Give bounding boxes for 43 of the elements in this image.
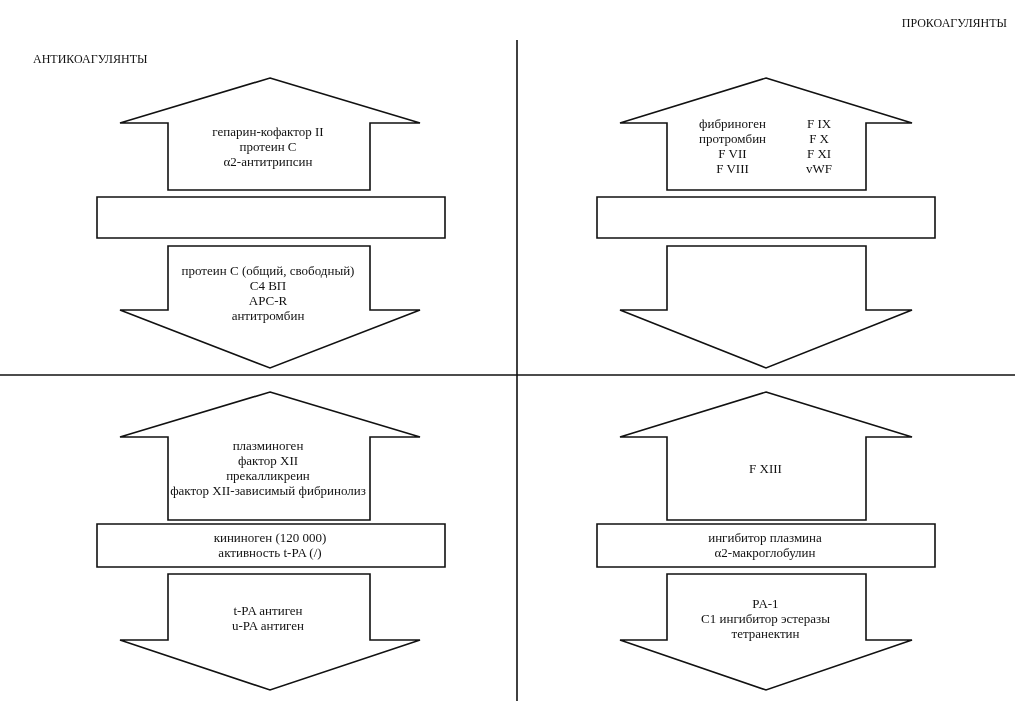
factor-text: F XI bbox=[806, 146, 833, 161]
factor-text: APC-R bbox=[248, 293, 288, 308]
factor-text: тетранектин bbox=[731, 625, 800, 641]
factor-text: протеин С (общий, свободный) bbox=[181, 263, 355, 278]
factor-text: F VII bbox=[717, 146, 748, 161]
factor-text: гепарин-кофактор II bbox=[212, 123, 324, 139]
factor-text: протеин С bbox=[239, 138, 297, 154]
section-heading: ПРОКОАГУЛЯНТЫ bbox=[901, 16, 1007, 31]
downward-pointing-panel bbox=[619, 573, 913, 691]
band bbox=[596, 523, 936, 568]
downward-pointing-panel bbox=[119, 573, 421, 691]
factor-text: α2-антитрипсин bbox=[223, 153, 313, 169]
section-heading: АНТИКОАГУЛЯНТЫ bbox=[33, 52, 148, 67]
factor-text: F IX bbox=[806, 116, 833, 131]
factor-text: F X bbox=[808, 131, 830, 146]
factor-text: F VIII bbox=[715, 161, 750, 176]
downward-pointing-panel bbox=[619, 245, 913, 369]
factor-text: PA-1 bbox=[752, 595, 779, 611]
factor-text: кининоген (120 000) bbox=[213, 529, 327, 545]
factor-text: α2-макроглобулин bbox=[714, 544, 816, 560]
factor-text: прекалликреин bbox=[226, 468, 310, 483]
factor-text: протромбин bbox=[698, 131, 767, 146]
factor-text: t-PA антиген bbox=[233, 603, 303, 618]
factor-text: фактор XII-зависимый фибринолиз bbox=[170, 483, 366, 498]
factor-text: активность t-PA (/) bbox=[218, 544, 322, 560]
factor-text: С4 ВП bbox=[249, 278, 287, 293]
factor-text: C1 ингибитор эстеразы bbox=[701, 610, 830, 626]
factor-text: ингибитор плазмина bbox=[708, 529, 822, 545]
factor-text: F XIII bbox=[749, 460, 782, 476]
band bbox=[596, 196, 936, 239]
upward-pointing-panel bbox=[119, 391, 421, 521]
band bbox=[96, 523, 446, 568]
factor-text: антитромбин bbox=[231, 308, 305, 323]
factor-text: фактор XII bbox=[237, 453, 299, 468]
downward-pointing-panel bbox=[119, 245, 421, 369]
upward-pointing-panel bbox=[619, 77, 913, 191]
upward-pointing-panel bbox=[119, 77, 421, 191]
band bbox=[96, 196, 446, 239]
factor-text: фибриноген bbox=[698, 116, 767, 131]
upward-pointing-panel bbox=[619, 391, 913, 521]
factor-text: vWF bbox=[806, 161, 833, 176]
factor-text: плазминоген bbox=[232, 438, 304, 453]
factor-text: u-PA антиген bbox=[231, 618, 304, 633]
